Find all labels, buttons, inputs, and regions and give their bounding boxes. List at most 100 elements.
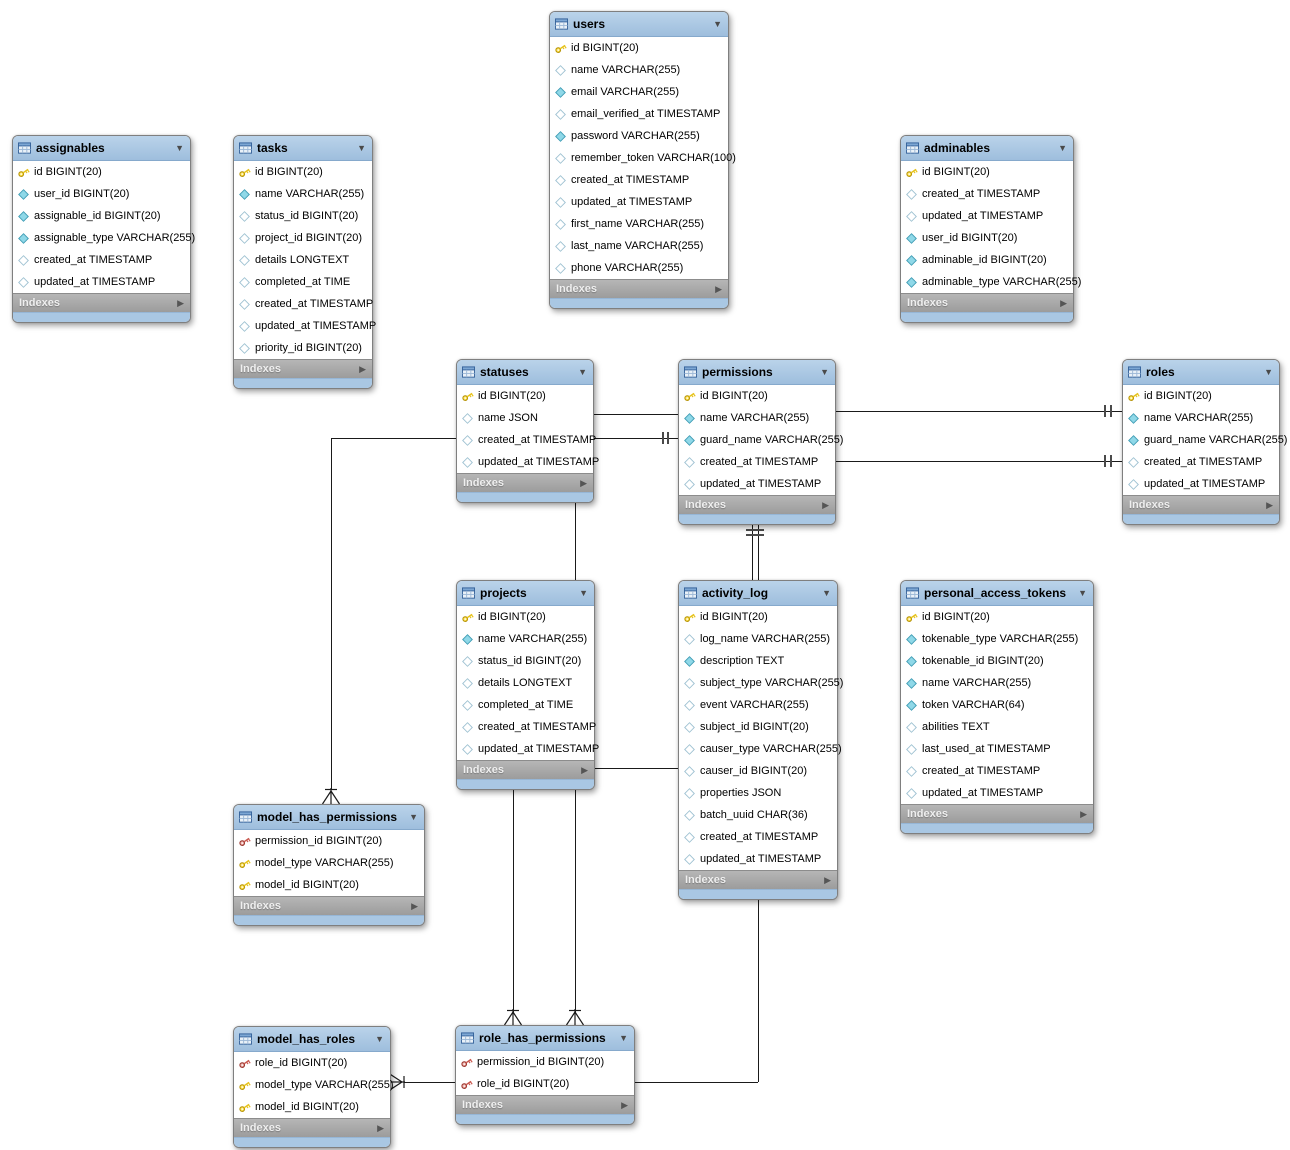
collapse-arrow-icon[interactable]: ▼ — [1058, 142, 1067, 153]
column-row[interactable]: properties JSON — [679, 782, 837, 804]
column-row[interactable]: model_id BIGINT(20) — [234, 874, 424, 896]
column-row[interactable]: batch_uuid CHAR(36) — [679, 804, 837, 826]
table-header-adminables[interactable]: adminables▼ — [901, 136, 1073, 161]
collapse-arrow-icon[interactable]: ▼ — [820, 366, 829, 377]
column-row[interactable]: updated_at TIMESTAMP — [13, 271, 190, 293]
column-row[interactable]: updated_at TIMESTAMP — [457, 451, 599, 473]
relationship-line[interactable] — [575, 499, 576, 580]
expand-indexes-icon[interactable]: ▶ — [1080, 808, 1087, 819]
collapse-arrow-icon[interactable]: ▼ — [357, 142, 366, 153]
relationship-line[interactable] — [592, 414, 678, 415]
column-row[interactable]: remember_token VARCHAR(100) — [550, 147, 736, 169]
column-row[interactable]: assignable_type VARCHAR(255) — [13, 227, 195, 249]
column-row[interactable]: causer_id BIGINT(20) — [679, 760, 837, 782]
collapse-arrow-icon[interactable]: ▼ — [713, 18, 722, 29]
column-row[interactable]: id BIGINT(20) — [550, 37, 728, 59]
expand-indexes-icon[interactable]: ▶ — [621, 1099, 628, 1110]
column-row[interactable]: user_id BIGINT(20) — [901, 227, 1073, 249]
expand-indexes-icon[interactable]: ▶ — [580, 477, 587, 488]
column-row[interactable]: name VARCHAR(255) — [1123, 407, 1279, 429]
column-row[interactable]: updated_at TIMESTAMP — [901, 782, 1093, 804]
column-row[interactable]: updated_at TIMESTAMP — [457, 738, 599, 760]
column-row[interactable]: created_at TIMESTAMP — [901, 760, 1093, 782]
indexes-footer[interactable]: Indexes▶ — [1123, 495, 1279, 514]
relationship-line[interactable] — [331, 438, 332, 790]
column-row[interactable]: permission_id BIGINT(20) — [234, 830, 424, 852]
column-row[interactable]: completed_at TIME — [234, 271, 372, 293]
indexes-footer[interactable]: Indexes▶ — [679, 870, 837, 889]
indexes-footer[interactable]: Indexes▶ — [457, 473, 593, 492]
column-row[interactable]: last_used_at TIMESTAMP — [901, 738, 1093, 760]
indexes-footer[interactable]: Indexes▶ — [234, 1118, 390, 1137]
column-row[interactable]: id BIGINT(20) — [901, 606, 1093, 628]
collapse-arrow-icon[interactable]: ▼ — [375, 1033, 384, 1044]
column-row[interactable]: name VARCHAR(255) — [679, 407, 835, 429]
column-row[interactable]: status_id BIGINT(20) — [234, 205, 372, 227]
column-row[interactable]: id BIGINT(20) — [679, 385, 835, 407]
indexes-footer[interactable]: Indexes▶ — [456, 1095, 634, 1114]
column-row[interactable]: created_at TIMESTAMP — [457, 716, 596, 738]
column-row[interactable]: created_at TIMESTAMP — [679, 826, 837, 848]
relationship-line[interactable] — [834, 411, 1122, 412]
relationship-line[interactable] — [834, 461, 1122, 462]
column-row[interactable]: name JSON — [457, 407, 593, 429]
column-row[interactable]: name VARCHAR(255) — [550, 59, 728, 81]
collapse-arrow-icon[interactable]: ▼ — [1264, 366, 1273, 377]
column-row[interactable]: email_verified_at TIMESTAMP — [550, 103, 728, 125]
column-row[interactable]: permission_id BIGINT(20) — [456, 1051, 634, 1073]
column-row[interactable]: causer_type VARCHAR(255) — [679, 738, 842, 760]
collapse-arrow-icon[interactable]: ▼ — [579, 587, 588, 598]
relationship-line[interactable] — [752, 521, 753, 580]
column-row[interactable]: updated_at TIMESTAMP — [234, 315, 376, 337]
column-row[interactable]: details LONGTEXT — [234, 249, 372, 271]
column-row[interactable]: created_at TIMESTAMP — [457, 429, 596, 451]
collapse-arrow-icon[interactable]: ▼ — [409, 811, 418, 822]
table-header-model_has_roles[interactable]: model_has_roles▼ — [234, 1027, 390, 1052]
column-row[interactable]: role_id BIGINT(20) — [456, 1073, 634, 1095]
column-row[interactable]: first_name VARCHAR(255) — [550, 213, 728, 235]
column-row[interactable]: updated_at TIMESTAMP — [679, 848, 837, 870]
indexes-footer[interactable]: Indexes▶ — [234, 896, 424, 915]
column-row[interactable]: priority_id BIGINT(20) — [234, 337, 372, 359]
column-row[interactable]: updated_at TIMESTAMP — [1123, 473, 1279, 495]
column-row[interactable]: created_at TIMESTAMP — [901, 183, 1073, 205]
column-row[interactable]: subject_type VARCHAR(255) — [679, 672, 843, 694]
column-row[interactable]: created_at TIMESTAMP — [679, 451, 835, 473]
table-header-permissions[interactable]: permissions▼ — [679, 360, 835, 385]
relationship-line[interactable] — [758, 521, 759, 580]
expand-indexes-icon[interactable]: ▶ — [581, 764, 588, 775]
collapse-arrow-icon[interactable]: ▼ — [578, 366, 587, 377]
column-row[interactable]: token VARCHAR(64) — [901, 694, 1093, 716]
column-row[interactable]: name VARCHAR(255) — [901, 672, 1093, 694]
collapse-arrow-icon[interactable]: ▼ — [175, 142, 184, 153]
column-row[interactable]: id BIGINT(20) — [457, 385, 593, 407]
expand-indexes-icon[interactable]: ▶ — [822, 499, 829, 510]
column-row[interactable]: user_id BIGINT(20) — [13, 183, 190, 205]
relationship-line[interactable] — [513, 786, 514, 1013]
relationship-line[interactable] — [404, 1082, 455, 1083]
column-row[interactable]: description TEXT — [679, 650, 837, 672]
table-header-activity_log[interactable]: activity_log▼ — [679, 581, 837, 606]
column-row[interactable]: password VARCHAR(255) — [550, 125, 728, 147]
column-row[interactable]: name VARCHAR(255) — [457, 628, 594, 650]
indexes-footer[interactable]: Indexes▶ — [13, 293, 190, 312]
column-row[interactable]: details LONGTEXT — [457, 672, 594, 694]
column-row[interactable]: last_name VARCHAR(255) — [550, 235, 728, 257]
indexes-footer[interactable]: Indexes▶ — [901, 293, 1073, 312]
column-row[interactable]: name VARCHAR(255) — [234, 183, 372, 205]
column-row[interactable]: updated_at TIMESTAMP — [550, 191, 728, 213]
expand-indexes-icon[interactable]: ▶ — [715, 283, 722, 294]
column-row[interactable]: adminable_type VARCHAR(255) — [901, 271, 1081, 293]
column-row[interactable]: assignable_id BIGINT(20) — [13, 205, 190, 227]
expand-indexes-icon[interactable]: ▶ — [377, 1122, 384, 1133]
indexes-footer[interactable]: Indexes▶ — [234, 359, 372, 378]
column-row[interactable]: model_type VARCHAR(255) — [234, 1074, 394, 1096]
column-row[interactable]: model_type VARCHAR(255) — [234, 852, 424, 874]
expand-indexes-icon[interactable]: ▶ — [1266, 499, 1273, 510]
table-header-assignables[interactable]: assignables▼ — [13, 136, 190, 161]
column-row[interactable]: id BIGINT(20) — [1123, 385, 1279, 407]
expand-indexes-icon[interactable]: ▶ — [177, 297, 184, 308]
table-header-projects[interactable]: projects▼ — [457, 581, 594, 606]
column-row[interactable]: id BIGINT(20) — [234, 161, 372, 183]
column-row[interactable]: updated_at TIMESTAMP — [679, 473, 835, 495]
